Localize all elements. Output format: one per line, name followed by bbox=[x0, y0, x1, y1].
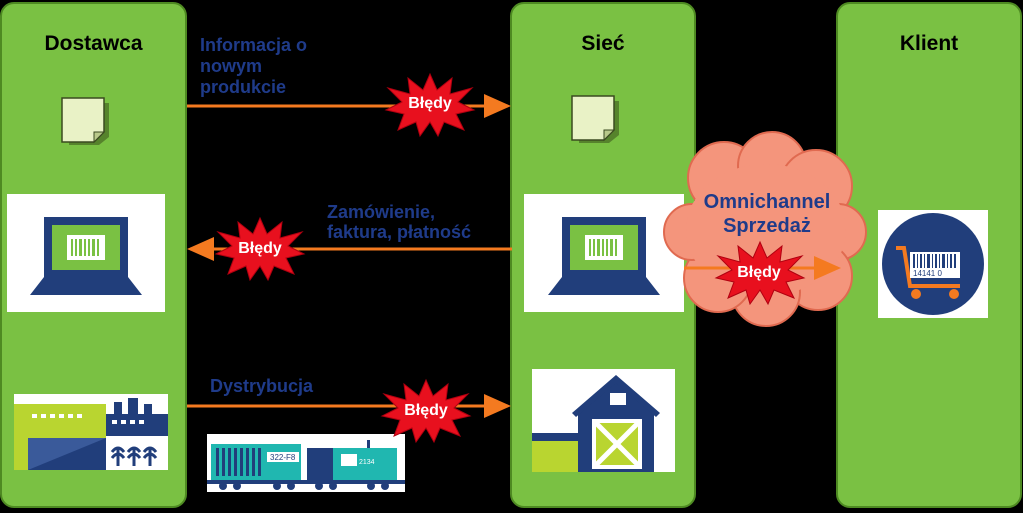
order-label-line-2: faktura, płatność bbox=[327, 222, 472, 242]
cart-tile: 14141 0 bbox=[878, 210, 988, 318]
train-icon: 322-F8 2134 bbox=[207, 434, 405, 492]
product-info-label-line-2: nowym bbox=[200, 56, 263, 76]
factory-tile bbox=[14, 394, 168, 470]
product-info-label-line-3: produkcie bbox=[200, 77, 287, 97]
locomotive-code: 2134 bbox=[359, 459, 375, 466]
barcode-digits: 14141 0 bbox=[913, 269, 942, 278]
network-title: Sieć bbox=[581, 32, 625, 55]
laptop-barcode-icon bbox=[548, 217, 660, 295]
distribution-label: Dystrybucja bbox=[210, 376, 314, 396]
barn-tile bbox=[532, 369, 675, 472]
cloud-label-line-1: Omnichannel bbox=[703, 191, 831, 213]
factory-icon bbox=[14, 394, 168, 470]
error-burst-icon bbox=[714, 240, 806, 306]
product-info-label-line-1: Informacja o bbox=[200, 35, 308, 55]
supplier-title: Dostawca bbox=[44, 32, 143, 55]
document-icon bbox=[61, 97, 109, 145]
error-burst-icon bbox=[380, 378, 472, 444]
train-tile: 322-F8 2134 bbox=[207, 434, 405, 492]
document-icon bbox=[571, 95, 619, 143]
cloud-label-line-2: Sprzedaż bbox=[723, 215, 811, 237]
laptop-tile bbox=[7, 194, 165, 312]
error-burst-icon bbox=[384, 72, 476, 138]
error-label: Błędy bbox=[404, 402, 448, 419]
error-label: Błędy bbox=[238, 240, 282, 257]
laptop-tile bbox=[524, 194, 684, 312]
error-label: Błędy bbox=[408, 95, 452, 112]
error-label: Błędy bbox=[737, 264, 781, 281]
barn-icon bbox=[532, 369, 675, 472]
container-code: 322-F8 bbox=[270, 453, 296, 462]
client-title: Klient bbox=[899, 32, 959, 55]
laptop-barcode-icon bbox=[30, 217, 142, 295]
shopping-cart-icon: 14141 0 bbox=[882, 213, 984, 315]
order-label-line-1: Zamówienie, bbox=[327, 202, 436, 222]
error-burst-icon bbox=[214, 216, 306, 282]
